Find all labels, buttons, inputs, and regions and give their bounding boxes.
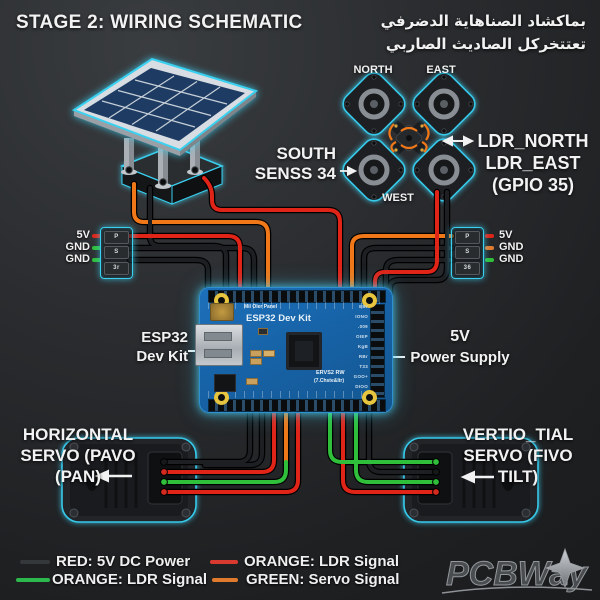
right-stub-gnd1: [485, 246, 494, 250]
left-conn-label-5v: 5V: [76, 229, 90, 241]
label-power-supply: 5V Power Supply: [410, 328, 510, 366]
capacitor: [258, 328, 268, 335]
left-pin-3r: 3r: [104, 261, 129, 275]
left-conn-label-gnd2: GND: [65, 253, 90, 265]
left-pin-p: P: [104, 231, 129, 245]
legend-swatch-3: [210, 560, 238, 564]
board-top-header: [208, 290, 386, 303]
legend-swatch-2: [16, 578, 50, 582]
right-conn-label-5v: 5V: [499, 229, 513, 241]
label-south-sensor: SOUTH SENSS 34: [254, 144, 336, 183]
right-stub-gnd2: [485, 258, 494, 262]
legend-text-1: RED: 5V DC Power: [56, 553, 191, 570]
resistor: [263, 350, 275, 357]
board-silk-3: ERVS2 RW: [316, 370, 345, 376]
board-bottom-header: [208, 399, 386, 412]
legend-text-2: ORANGE: LDR Signal: [52, 571, 208, 588]
left-pin-s: S: [104, 246, 129, 260]
boot-button: [210, 303, 234, 321]
left-conn-label-gnd1: GND: [65, 241, 90, 253]
board-silk-1: Mil Oler Panel: [244, 304, 278, 310]
ldr-hub-wires: [388, 123, 430, 153]
small-ic: [214, 374, 236, 392]
board-silk-4: (7.Chste&Itr): [314, 378, 345, 384]
right-pin-36: 36: [455, 261, 480, 275]
resistor: [250, 358, 262, 365]
legend-text-3: ORANGE: LDR Signal: [244, 553, 400, 570]
esp32-board: Mil Oler Panel ESP32 Dev Kit ERVS2 RW (7…: [195, 287, 393, 413]
servo-pins: [160, 458, 440, 496]
arabic-line-1: بماكشاد الصناهاية الدضرفي: [380, 12, 586, 30]
pcbway-logo: PCBWay: [441, 547, 593, 594]
left-stub-gnd2: [92, 258, 101, 262]
label-north: NORTH: [353, 64, 393, 76]
left-stub-gnd1: [92, 246, 101, 250]
legend-swatch-1: [20, 560, 50, 564]
board-hole: [214, 390, 229, 405]
label-west: WEST: [382, 192, 414, 204]
wires: [126, 174, 456, 496]
label-esp32: ESP32 Dev Kit: [136, 329, 188, 365]
label-horizontal-servo: HORIZONTAL SERVO (PAVO (PAN): [20, 425, 136, 487]
ldr-hub-contacts: [394, 124, 424, 152]
esp32-chip: [286, 332, 322, 370]
board-pin-label: KgB: [357, 344, 368, 349]
board-pin-label: .009: [358, 324, 368, 329]
left-connector: P S 3r: [100, 227, 133, 279]
right-pin-s: S: [455, 246, 480, 260]
board-pin-label: GOO+: [353, 374, 368, 379]
board-bottom-pin-labels: [208, 391, 384, 398]
right-stub-5v: [485, 234, 494, 238]
board-top-pin-labels: [208, 302, 384, 309]
legend-text-4: GREEN: Servo Signal: [246, 571, 400, 588]
arabic-line-2: تعتتخركل الصاديث الصاربي: [385, 35, 586, 54]
right-pin-p: P: [455, 231, 480, 245]
label-east: EAST: [426, 64, 456, 76]
right-conn-label-gnd1: GND: [499, 241, 524, 253]
board-silk-2: ESP32 Dev Kit: [246, 313, 311, 324]
right-conn-label-gnd2: GND: [499, 253, 524, 265]
left-stub-5v: [92, 234, 101, 238]
board-hole: [362, 293, 377, 308]
annotation-arrows: [94, 135, 494, 484]
board-pin-label: T33: [359, 364, 368, 369]
resistor: [250, 350, 262, 357]
right-connector: P S 36: [451, 227, 484, 279]
solar-panel-posts: [121, 138, 203, 189]
legend-swatch-4: [212, 578, 238, 582]
board-pin-label: OIEP: [356, 334, 368, 339]
ldr-assembly: [342, 72, 476, 202]
usb-connector: [195, 324, 243, 366]
label-ldr-gpio: LDR_NORTH LDR_EAST (GPIO 35): [477, 131, 589, 195]
page-title: STAGE 2: WIRING SCHEMATIC: [16, 12, 303, 33]
label-vertical-servo: VERTIO_TIAL SERVO (FIVO TILT): [462, 425, 574, 487]
arabic-subtitle: بماكشاد الصناهاية الدضرفي تعتتخركل الصاد…: [381, 10, 586, 57]
board-right-header: [370, 304, 385, 398]
board-pin-label: IONO: [355, 314, 368, 319]
solar-panel: [71, 57, 259, 156]
resistor: [246, 378, 258, 385]
board-pin-label: RBr: [358, 354, 368, 359]
board-pin-label: DIOO: [355, 384, 368, 389]
board-hole: [362, 390, 377, 405]
board-pin-label: EBr: [359, 304, 368, 309]
